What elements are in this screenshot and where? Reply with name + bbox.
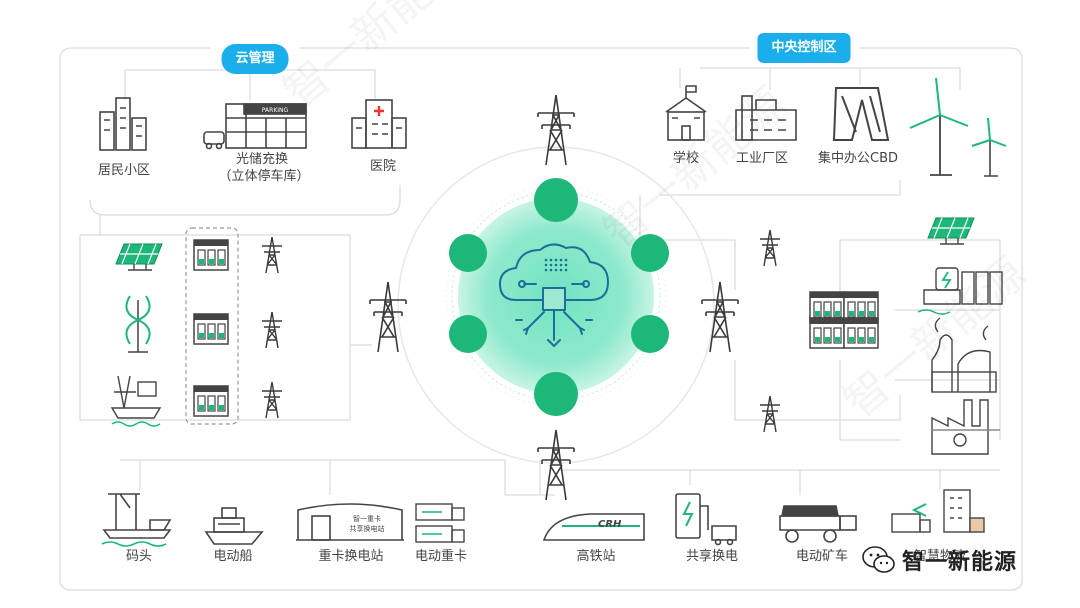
brand-name: 智一新能源 [902,550,1018,575]
electric-truck-icon [415,503,465,543]
parking-garage-icon [203,103,307,150]
swap-sign-line1: 智一重卡 [353,514,381,523]
electric-ship-icon [204,507,264,545]
wind-turbine-icon [909,77,1007,177]
pylon-icon-right [701,281,739,353]
shared-swap-label: 共享换电 [685,549,739,564]
industrial-icon [735,95,797,141]
storage-group-outline [185,227,239,425]
residential-icon [99,97,147,151]
logistics-label: 智慧物流 [913,549,967,564]
node-upper-right [631,234,669,272]
pylon-icon-small [261,311,283,349]
high-speed-train-icon [542,513,645,541]
hospital-label: 医院 [369,159,397,174]
logistics-icon [891,489,985,533]
mining-truck-icon [779,505,857,543]
pylon-icon-small [261,236,283,274]
dock-icon [101,493,172,547]
outer-ring [397,146,715,464]
central-cloud-core [445,185,667,407]
battery-storage-icons [193,239,229,417]
battery-storage-icon [193,385,229,417]
parking-label-line2: （立体停车库） [218,169,310,184]
cbd-label: 集中办公CBD [817,151,899,166]
residential-label: 居民小区 [97,163,151,178]
pylon-icon-bottom [537,429,575,501]
pylon-icon-left [369,281,407,353]
parking-label-line1: 光储充换 [235,152,289,167]
school-label: 学校 [672,151,700,166]
solar-panel-icon [115,243,163,271]
offshore-platform-icon [110,375,162,427]
connection-lines [59,47,1023,591]
brand-logo: 智一新能源 [862,544,1017,576]
dock-label: 码头 [125,549,153,564]
factory-icon [931,399,1000,455]
school-icon [665,85,707,141]
cbd-icon [832,87,890,141]
node-top [534,178,578,222]
green-nodes [449,178,669,416]
node-lower-left [449,315,487,353]
rail-station-label: 高铁站 [576,549,616,564]
swap-sign-line2: 共享换电站 [350,524,385,533]
charging-pile-icon [675,493,737,546]
cloud-management-badge: 云管理 [221,44,289,74]
swap-station-icon [296,503,404,541]
battery-storage-icon [193,313,229,345]
nuclear-plant-icon [931,317,997,393]
train-text: CRH [598,519,622,530]
dot-grid [544,258,568,272]
cloud-chip-icon [499,243,609,347]
wechat-icon [862,546,895,573]
battery-storage-icon [193,239,229,271]
power-station-icon [917,267,1003,315]
pylon-icon-small [759,395,781,433]
electric-ship-label: 电动船 [213,549,253,564]
node-bottom [534,372,578,416]
electric-truck-label: 电动重卡 [414,549,468,564]
parking-sign-text: PARKING [262,107,289,114]
swap-station-label: 重卡换电站 [318,549,384,564]
mining-truck-label: 电动矿车 [795,549,849,564]
pylon-icon-top [537,94,575,166]
pylon-icon-small [759,229,781,267]
node-upper-left [449,234,487,272]
central-control-badge: 中央控制区 [757,33,851,63]
hospital-icon [351,99,407,149]
storage-rack-icon [809,291,879,349]
node-lower-right [631,315,669,353]
vertical-wind-turbine-icon [125,295,151,353]
pylon-icon-small [261,381,283,419]
industrial-label: 工业厂区 [735,151,789,166]
